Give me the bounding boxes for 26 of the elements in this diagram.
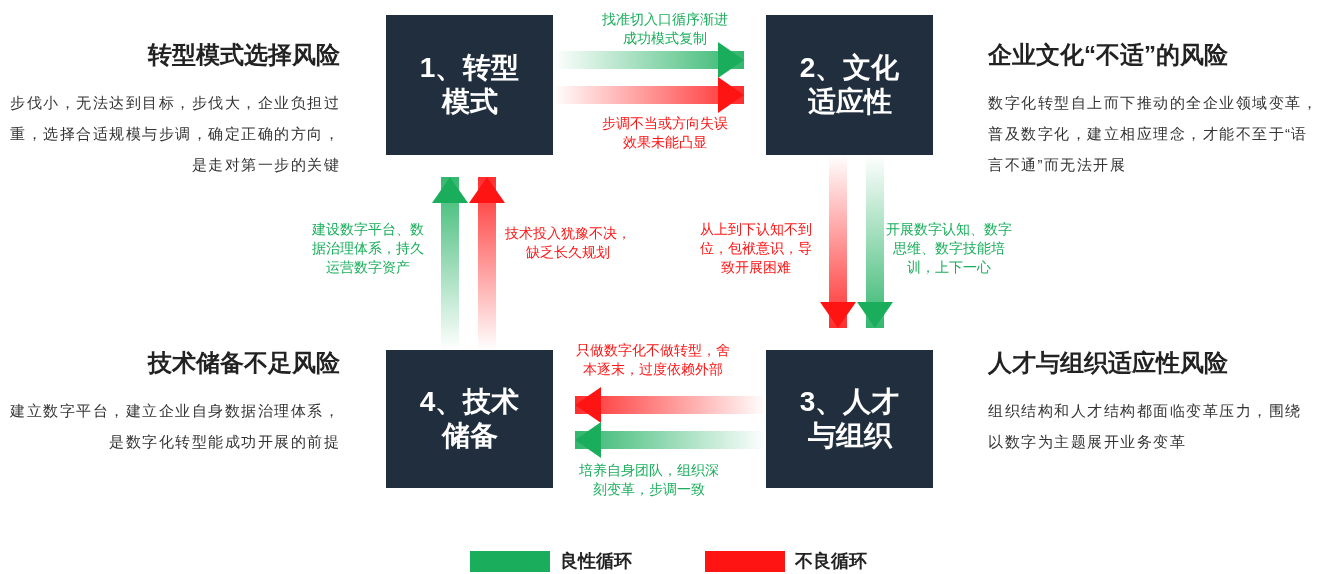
edge-label: 培养自身团队，组织深刻变革，步调一致 (578, 461, 720, 499)
risk-title: 转型模式选择风险 (146, 40, 340, 70)
risk-title: 企业文化“不适”的风险 (988, 40, 1229, 70)
edge-label: 从上到下认知不到位，包袱意识，导致开展困难 (699, 220, 813, 277)
step-box (386, 15, 553, 155)
legend-label: 不良循环 (795, 551, 867, 572)
edge-label: 只做数字化不做转型，舍本逐末，过度依赖外部 (575, 341, 731, 379)
risk-description: 组织结构和人才结构都面临变革压力，围绕以数字为主题展开业务变革 (988, 401, 1303, 452)
risk-title: 人才与组织适应性风险 (988, 348, 1229, 378)
risk-description: 建立数字平台，建立企业自身数据治理体系，是数字化转型能成功开展的前提 (9, 401, 340, 452)
edge-label: 步调不当或方向失误效果未能凸显 (601, 114, 729, 152)
step-label: 3、人才与组织 (798, 385, 901, 453)
risk-description: 步伐小，无法达到目标，步伐大，企业负担过重，选择合适规模与步调，确定正确的方向，是走对第一步的关键 (9, 93, 340, 175)
step-label: 2、文化适应性 (798, 51, 901, 119)
legend-label: 良性循环 (560, 551, 632, 572)
risk-title: 技术储备不足风险 (146, 348, 340, 378)
step-box (386, 350, 553, 488)
step-box (766, 15, 933, 155)
step-label: 1、转型模式 (418, 51, 521, 119)
risk-description: 数字化转型自上而下推动的全企业领域变革，普及数字化，建立相应理念，才能不至于“语言不通”而无法开展 (988, 93, 1319, 175)
step-label: 4、技术储备 (418, 385, 521, 453)
step-box (766, 350, 933, 488)
edge-label: 找准切入口循序渐进成功模式复制 (601, 10, 729, 48)
edge-label: 建设数字平台、数据治理体系，持久运营数字资产 (311, 220, 425, 277)
edge-label: 开展数字认知、数字思维、数字技能培训，上下一心 (886, 220, 1012, 277)
edge-label: 技术投入犹豫不决，缺乏长久规划 (504, 224, 632, 262)
